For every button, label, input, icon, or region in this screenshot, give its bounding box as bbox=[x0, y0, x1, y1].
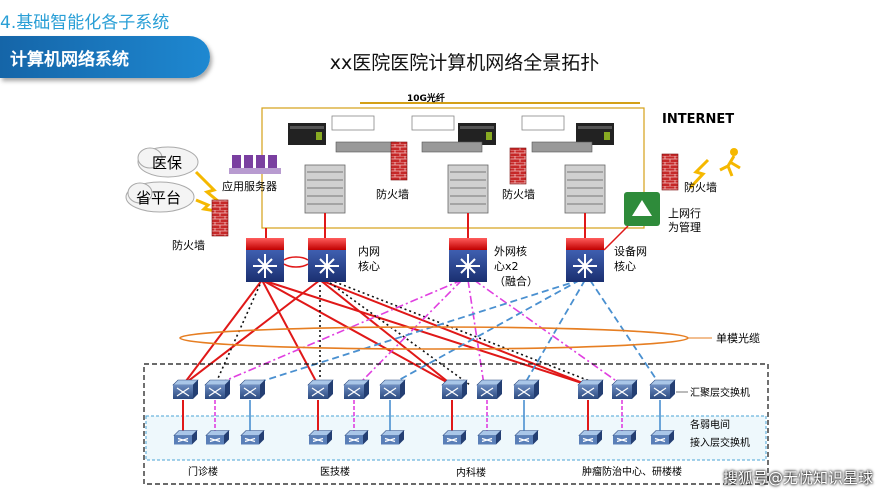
weak-room-label: 各弱电间 bbox=[690, 418, 730, 431]
firewall-icon bbox=[661, 153, 679, 191]
aggregation-switch bbox=[611, 379, 638, 399]
access-switch bbox=[514, 430, 539, 445]
campus-enclosure bbox=[143, 363, 769, 485]
access-switch bbox=[344, 430, 369, 445]
access-switch bbox=[650, 430, 675, 445]
extranet-core-label-1: 外网核 bbox=[494, 244, 527, 258]
core-switch-intranet-b bbox=[308, 238, 346, 282]
aggregation-switch bbox=[649, 379, 676, 399]
cloud-provincial-platform: 省平台 bbox=[125, 181, 195, 213]
lightning-icon bbox=[688, 158, 710, 190]
server-stack bbox=[564, 164, 606, 214]
aggregation-switch bbox=[476, 379, 503, 399]
firewall-right-label: 防火墙 bbox=[684, 180, 717, 194]
device-core-label-1: 设备网 bbox=[614, 244, 647, 258]
server-stack bbox=[304, 164, 346, 214]
building-label: 医技楼 bbox=[320, 465, 350, 478]
aggregation-switch bbox=[379, 379, 406, 399]
singlemode-label: 单模光缆 bbox=[716, 331, 760, 345]
cluster-box bbox=[331, 115, 375, 131]
storage-rack bbox=[531, 141, 593, 153]
section-title: 4.基础智能化各子系统 bbox=[0, 13, 170, 33]
online-mgmt-label-2: 为管理 bbox=[668, 220, 701, 234]
access-switch bbox=[578, 430, 603, 445]
access-switch bbox=[612, 430, 637, 445]
medical-insurance-label: 医保 bbox=[152, 154, 182, 172]
server-unit bbox=[458, 123, 496, 145]
links bbox=[182, 279, 661, 386]
extranet-core-label-3: （融合） bbox=[494, 274, 538, 288]
internet-label: INTERNET bbox=[662, 112, 734, 127]
aggregation-switch bbox=[172, 379, 199, 399]
access-switch bbox=[308, 430, 333, 445]
building-label: 内科楼 bbox=[456, 466, 486, 479]
section-banner: 计算机网络系统 bbox=[0, 36, 210, 78]
datacenter-area: 10G光纤 bbox=[261, 92, 645, 229]
watermark: 搜狐号@无忧知识星球 bbox=[722, 469, 873, 487]
extranet-core-label-2: 心x2 bbox=[494, 260, 519, 273]
access-switch bbox=[173, 430, 198, 445]
aggregation-switch bbox=[239, 379, 266, 399]
firewall-icon bbox=[509, 147, 527, 185]
aggregation-switch bbox=[307, 379, 334, 399]
firewall-mid2-label: 防火墙 bbox=[502, 187, 535, 201]
aggregation-switch bbox=[513, 379, 540, 399]
firewall-left-label: 防火墙 bbox=[172, 238, 205, 252]
fiber-label: 10G光纤 bbox=[407, 92, 445, 104]
storage-rack bbox=[421, 141, 483, 153]
access-switch bbox=[477, 430, 502, 445]
stack-link bbox=[283, 256, 309, 268]
building-label: 肿瘤防治中心、研楼楼 bbox=[582, 465, 682, 478]
page-title: xx医院医院计算机网络全景拓扑 bbox=[329, 52, 600, 74]
aggregation-switch-row bbox=[172, 379, 676, 399]
access-label: 接入层交换机 bbox=[690, 436, 750, 449]
access-links bbox=[182, 400, 661, 436]
core-switch-extranet bbox=[449, 238, 487, 282]
access-switch bbox=[380, 430, 405, 445]
firewall-icon bbox=[390, 141, 408, 181]
firewall-mid1-label: 防火墙 bbox=[376, 187, 409, 201]
core-switch-intranet-a bbox=[246, 238, 284, 282]
intranet-core-label-1: 内网 bbox=[358, 244, 380, 258]
aggregation-switch bbox=[204, 379, 231, 399]
server-stack bbox=[447, 164, 489, 214]
access-switch bbox=[442, 430, 467, 445]
storage-rack bbox=[335, 141, 397, 153]
app-servers-label: 应用服务器 bbox=[222, 179, 277, 193]
cloud-medical-insurance: 医保 bbox=[137, 146, 199, 178]
person-running-icon bbox=[719, 148, 741, 177]
aggregation-label: 汇聚层交换机 bbox=[690, 386, 750, 399]
server-unit bbox=[288, 123, 326, 145]
access-switch bbox=[205, 430, 230, 445]
aggregation-switch bbox=[441, 379, 468, 399]
online-mgmt-icon bbox=[624, 192, 660, 226]
intranet-core-label-2: 核心 bbox=[358, 259, 380, 273]
access-switch bbox=[240, 430, 265, 445]
cluster-box bbox=[411, 115, 455, 131]
core-switch-device bbox=[566, 238, 604, 282]
device-core-label-2: 核心 bbox=[614, 259, 636, 273]
singlemode-fiber-ring bbox=[179, 326, 689, 350]
firewall-icon bbox=[211, 199, 229, 237]
lightning-icon bbox=[194, 170, 225, 208]
aggregation-switch bbox=[343, 379, 370, 399]
aggregation-switch bbox=[577, 379, 604, 399]
provincial-platform-label: 省平台 bbox=[136, 189, 181, 207]
app-server-group bbox=[229, 155, 281, 174]
server-unit bbox=[576, 123, 614, 145]
banner-label: 计算机网络系统 bbox=[10, 50, 129, 70]
access-switch-row bbox=[173, 430, 675, 445]
online-mgmt-label-1: 上网行 bbox=[668, 207, 701, 220]
building-label: 门诊楼 bbox=[188, 465, 218, 478]
cluster-box bbox=[521, 115, 565, 131]
